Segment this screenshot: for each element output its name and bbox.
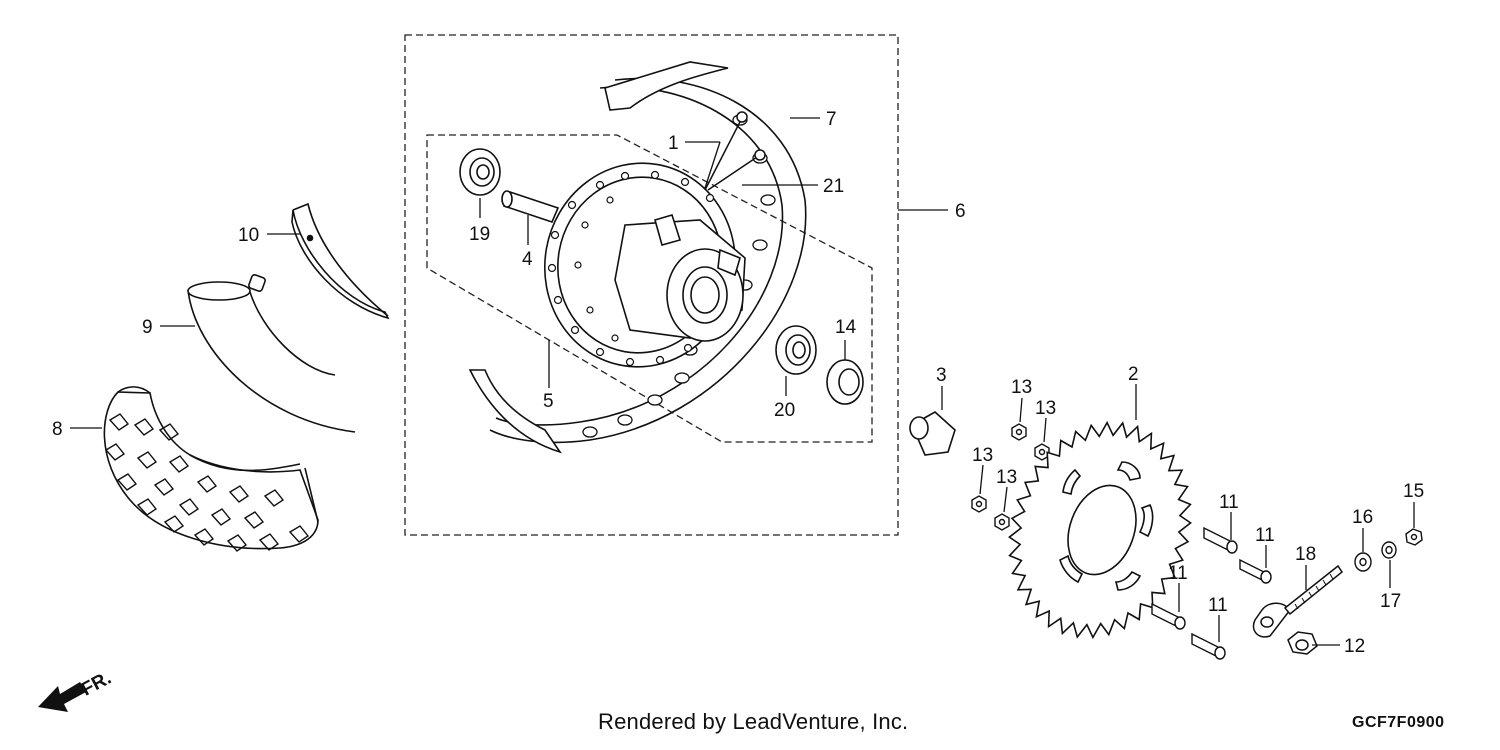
chain-adjuster (1252, 564, 1344, 638)
callout-5: 5 (543, 391, 554, 412)
callout-13a: 13 (1011, 377, 1032, 398)
callout-13b: 13 (1035, 398, 1056, 419)
callout-12: 12 (1344, 636, 1365, 657)
sprocket-nuts (971, 423, 1050, 531)
bearing-right (775, 325, 817, 375)
callout-11d: 11 (1208, 595, 1228, 616)
callout-3: 3 (936, 365, 947, 386)
callout-20: 20 (774, 400, 795, 421)
distance-collar (501, 190, 560, 223)
rim-band (291, 202, 390, 320)
callout-11a: 11 (1219, 492, 1239, 513)
bearing-left (459, 148, 501, 196)
callout-15: 15 (1403, 481, 1424, 502)
callout-11b: 11 (1255, 525, 1275, 546)
callout-1: 1 (668, 133, 679, 154)
sprocket-bolts (1151, 526, 1272, 660)
callout-9: 9 (142, 317, 153, 338)
inner-tube (187, 274, 356, 433)
callout-11c: 11 (1168, 563, 1188, 584)
direction-label: FR. (78, 668, 115, 701)
callout-2: 2 (1128, 364, 1139, 385)
sprocket-collar (909, 411, 956, 456)
render-credit: Rendered by LeadVenture, Inc. (598, 709, 909, 734)
callout-21: 21 (823, 176, 844, 197)
adjuster-nut (1287, 631, 1318, 655)
callout-19: 19 (469, 224, 490, 245)
callout-6: 6 (955, 201, 966, 222)
rim (468, 61, 807, 454)
callout-14: 14 (835, 317, 857, 338)
callout-16: 16 (1352, 507, 1373, 528)
callout-7: 7 (826, 109, 837, 130)
callout-17: 17 (1380, 591, 1401, 612)
wheel-hub (543, 162, 746, 368)
wheel-assembly-box (404, 34, 899, 536)
washers (1354, 528, 1423, 572)
front-direction-arrow-icon: FR. (38, 668, 115, 712)
sprocket (1008, 420, 1192, 640)
callout-13d: 13 (996, 467, 1017, 488)
callout-8: 8 (52, 419, 63, 440)
callout-18: 18 (1295, 544, 1316, 565)
leader-lines (70, 117, 1415, 646)
callout-4: 4 (522, 249, 533, 270)
oil-seal (826, 359, 864, 405)
callout-10: 10 (238, 225, 259, 246)
diagram-code: GCF7F0900 (1352, 714, 1445, 731)
spokes (704, 111, 766, 191)
callouts: 1 2 3 4 5 6 7 8 9 10 11 11 11 11 12 13 1… (52, 109, 1424, 657)
hub-assembly-box (426, 134, 873, 443)
callout-13c: 13 (972, 445, 993, 466)
tire (103, 386, 319, 552)
